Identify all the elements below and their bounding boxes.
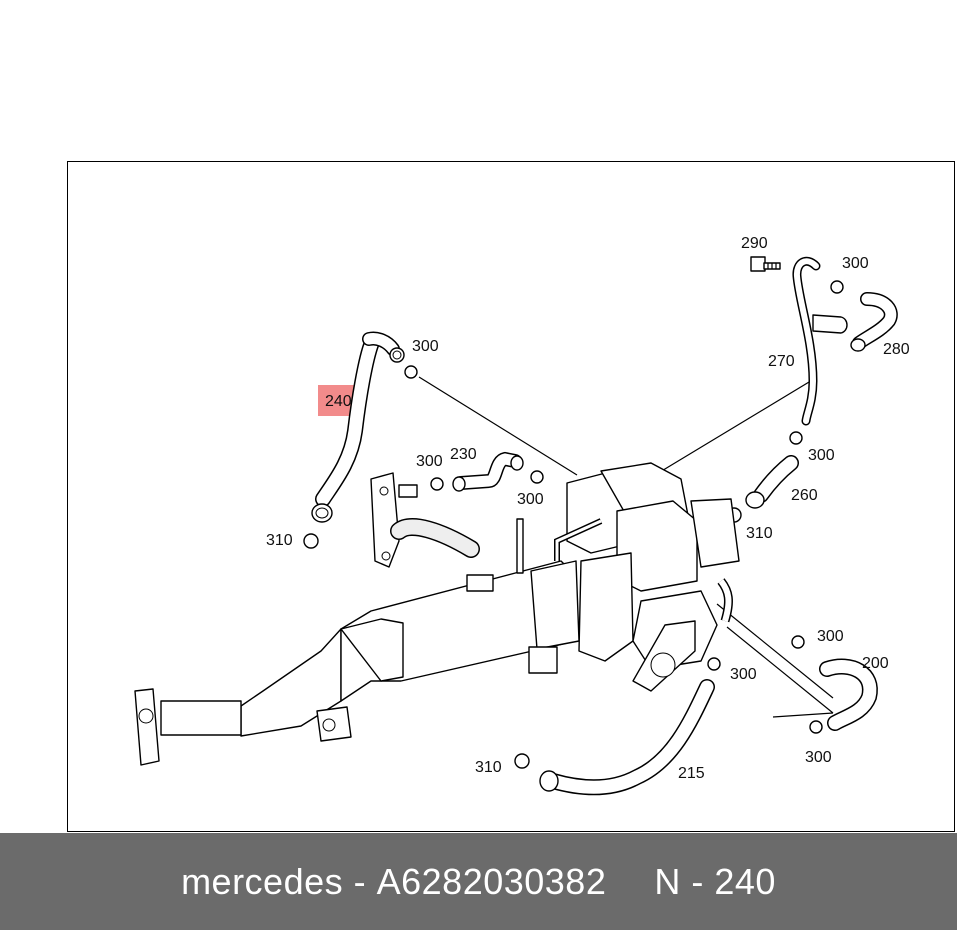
hose-260 [745, 455, 799, 509]
label-300: 300 [808, 447, 835, 464]
parts-diagram: 290 300 280 270 300 240 300 230 300 300 … [134, 235, 910, 796]
footer-bar: mercedes - A6282030382 N - 240 [0, 833, 957, 930]
label-290: 290 [741, 235, 768, 252]
label-310: 310 [475, 759, 502, 776]
egr-cooler [134, 518, 580, 766]
label-240: 240 [325, 393, 352, 410]
label-300: 300 [517, 491, 544, 508]
label-300: 300 [842, 255, 869, 272]
footer-separator: - [343, 860, 377, 902]
pipe-230 [452, 451, 524, 492]
label-300: 300 [412, 338, 439, 355]
pipe-270 [792, 256, 848, 426]
label-270: 270 [768, 353, 795, 370]
flange-pipe [370, 472, 480, 568]
hose-280 [850, 292, 898, 352]
bolt-290 [750, 256, 781, 272]
label-215: 215 [678, 765, 705, 782]
hose-200 [819, 658, 878, 731]
label-300: 300 [817, 628, 844, 645]
hose-240 [311, 331, 405, 523]
brand-name: mercedes [181, 860, 344, 902]
label-300: 300 [805, 749, 832, 766]
label-230: 230 [450, 446, 477, 463]
position-text: N - 240 [654, 860, 776, 902]
clamps [303, 280, 844, 769]
diagram-frame: 290 300 280 270 300 240 300 230 300 300 … [67, 161, 955, 832]
label-300: 300 [730, 666, 757, 683]
hose-215 [539, 679, 715, 796]
part-number: A6282030382 [376, 860, 607, 902]
label-280: 280 [883, 341, 910, 358]
label-310: 310 [266, 532, 293, 549]
label-260: 260 [791, 487, 818, 504]
part-labels: 290 300 280 270 300 240 300 230 300 300 … [266, 235, 910, 782]
egr-valves [554, 462, 740, 692]
label-310: 310 [746, 525, 773, 542]
label-300: 300 [416, 453, 443, 470]
label-200: 200 [862, 655, 889, 672]
